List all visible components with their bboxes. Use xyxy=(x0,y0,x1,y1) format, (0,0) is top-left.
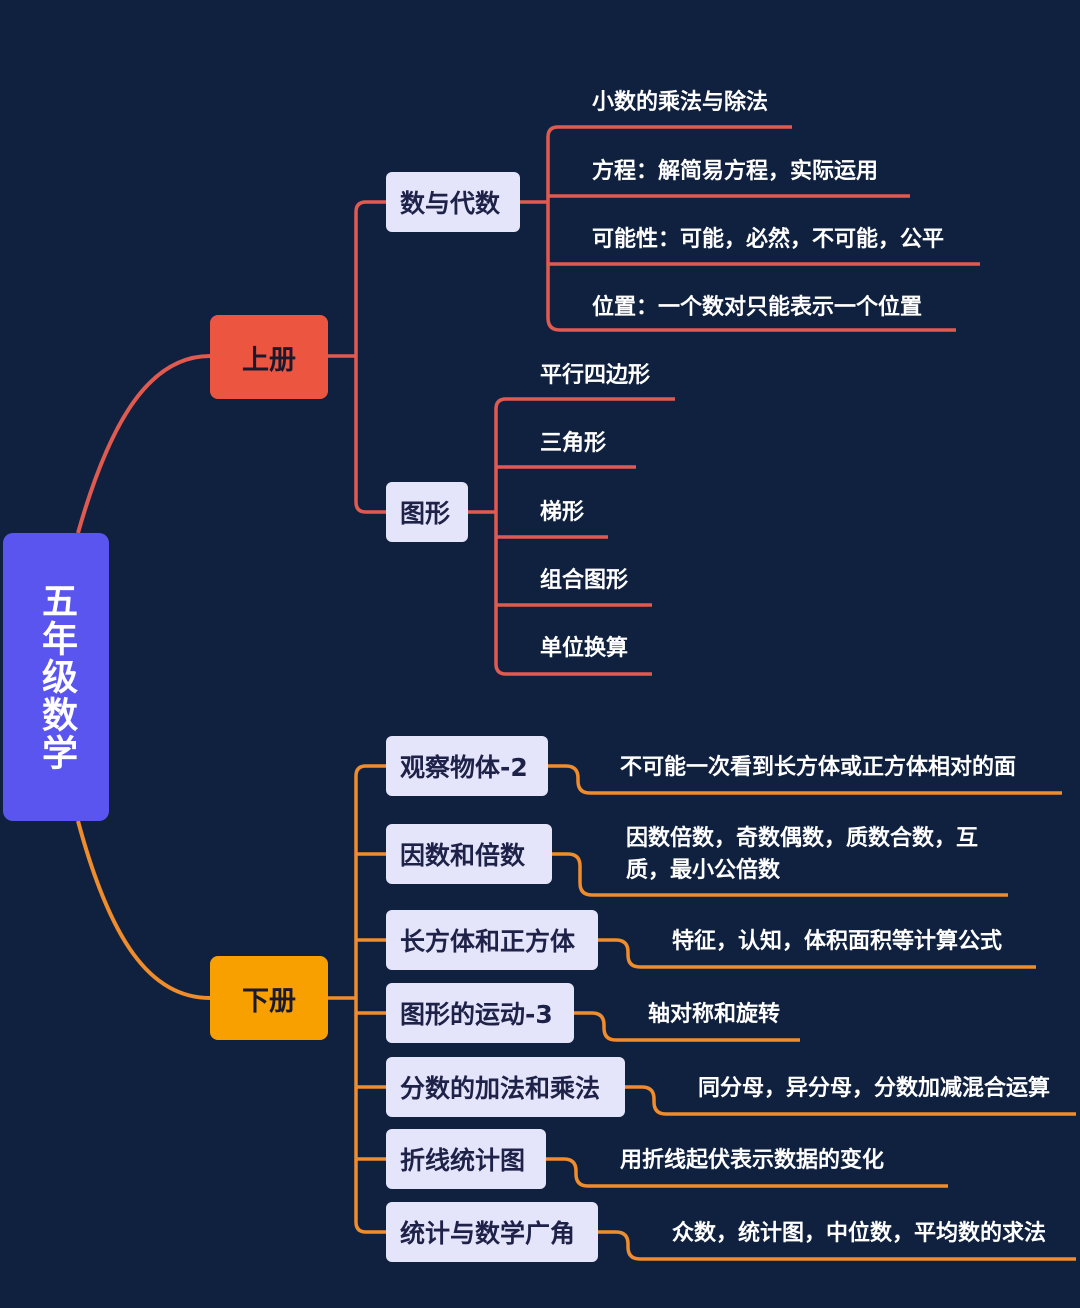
leaf-position: 位置：一个数对只能表示一个位置 xyxy=(592,295,923,320)
lower-branch-lines xyxy=(328,764,1076,1261)
detail-fraction-ops: 同分母，异分母，分数加减混合运算 xyxy=(698,1076,1051,1101)
detail-line-chart: 用折线起伏表示数据的变化 xyxy=(620,1148,885,1173)
lower-volume-node: 下册 xyxy=(210,956,328,1040)
leaf-parallelogram: 平行四边形 xyxy=(540,363,651,388)
root-to-upper-line xyxy=(76,354,211,534)
category-line-chart: 折线统计图 xyxy=(386,1129,546,1189)
category-geometry: 图形 xyxy=(386,482,468,542)
category-number-algebra: 数与代数 xyxy=(386,172,520,232)
leaf-composite-shapes: 组合图形 xyxy=(540,568,629,593)
leaf-trapezoid: 梯形 xyxy=(540,500,585,525)
detail-cuboid-cube: 特征，认知，体积面积等计算公式 xyxy=(672,929,1003,954)
root-to-lower-line xyxy=(76,820,211,1000)
detail-statistics-math: 众数，统计图，中位数，平均数的求法 xyxy=(672,1221,1047,1246)
detail-shape-motion: 轴对称和旋转 xyxy=(648,1002,781,1027)
category-cuboid-cube: 长方体和正方体 xyxy=(386,910,598,970)
upper-branch-lines xyxy=(328,125,980,676)
leaf-possibility: 可能性：可能，必然，不可能，公平 xyxy=(592,227,945,252)
leaf-triangle: 三角形 xyxy=(540,431,607,456)
upper-volume-node: 上册 xyxy=(210,315,328,399)
leaf-unit-conversion: 单位换算 xyxy=(540,636,629,661)
detail-observing-objects: 不可能一次看到长方体或正方体相对的面 xyxy=(620,755,1017,780)
category-observing-objects: 观察物体-2 xyxy=(386,736,548,796)
category-shape-motion: 图形的运动-3 xyxy=(386,983,574,1043)
leaf-equations: 方程：解简易方程，实际运用 xyxy=(592,159,879,184)
root-node: 五年级数学 xyxy=(3,533,109,821)
category-statistics-math: 统计与数学广角 xyxy=(386,1202,598,1262)
category-fraction-ops: 分数的加法和乘法 xyxy=(386,1057,625,1117)
leaf-decimal-mult-div: 小数的乘法与除法 xyxy=(592,90,769,115)
category-factors-multiples: 因数和倍数 xyxy=(386,824,552,884)
detail-factors-multiples: 因数倍数，奇数偶数，质数合数，互质，最小公倍数 xyxy=(626,826,979,883)
